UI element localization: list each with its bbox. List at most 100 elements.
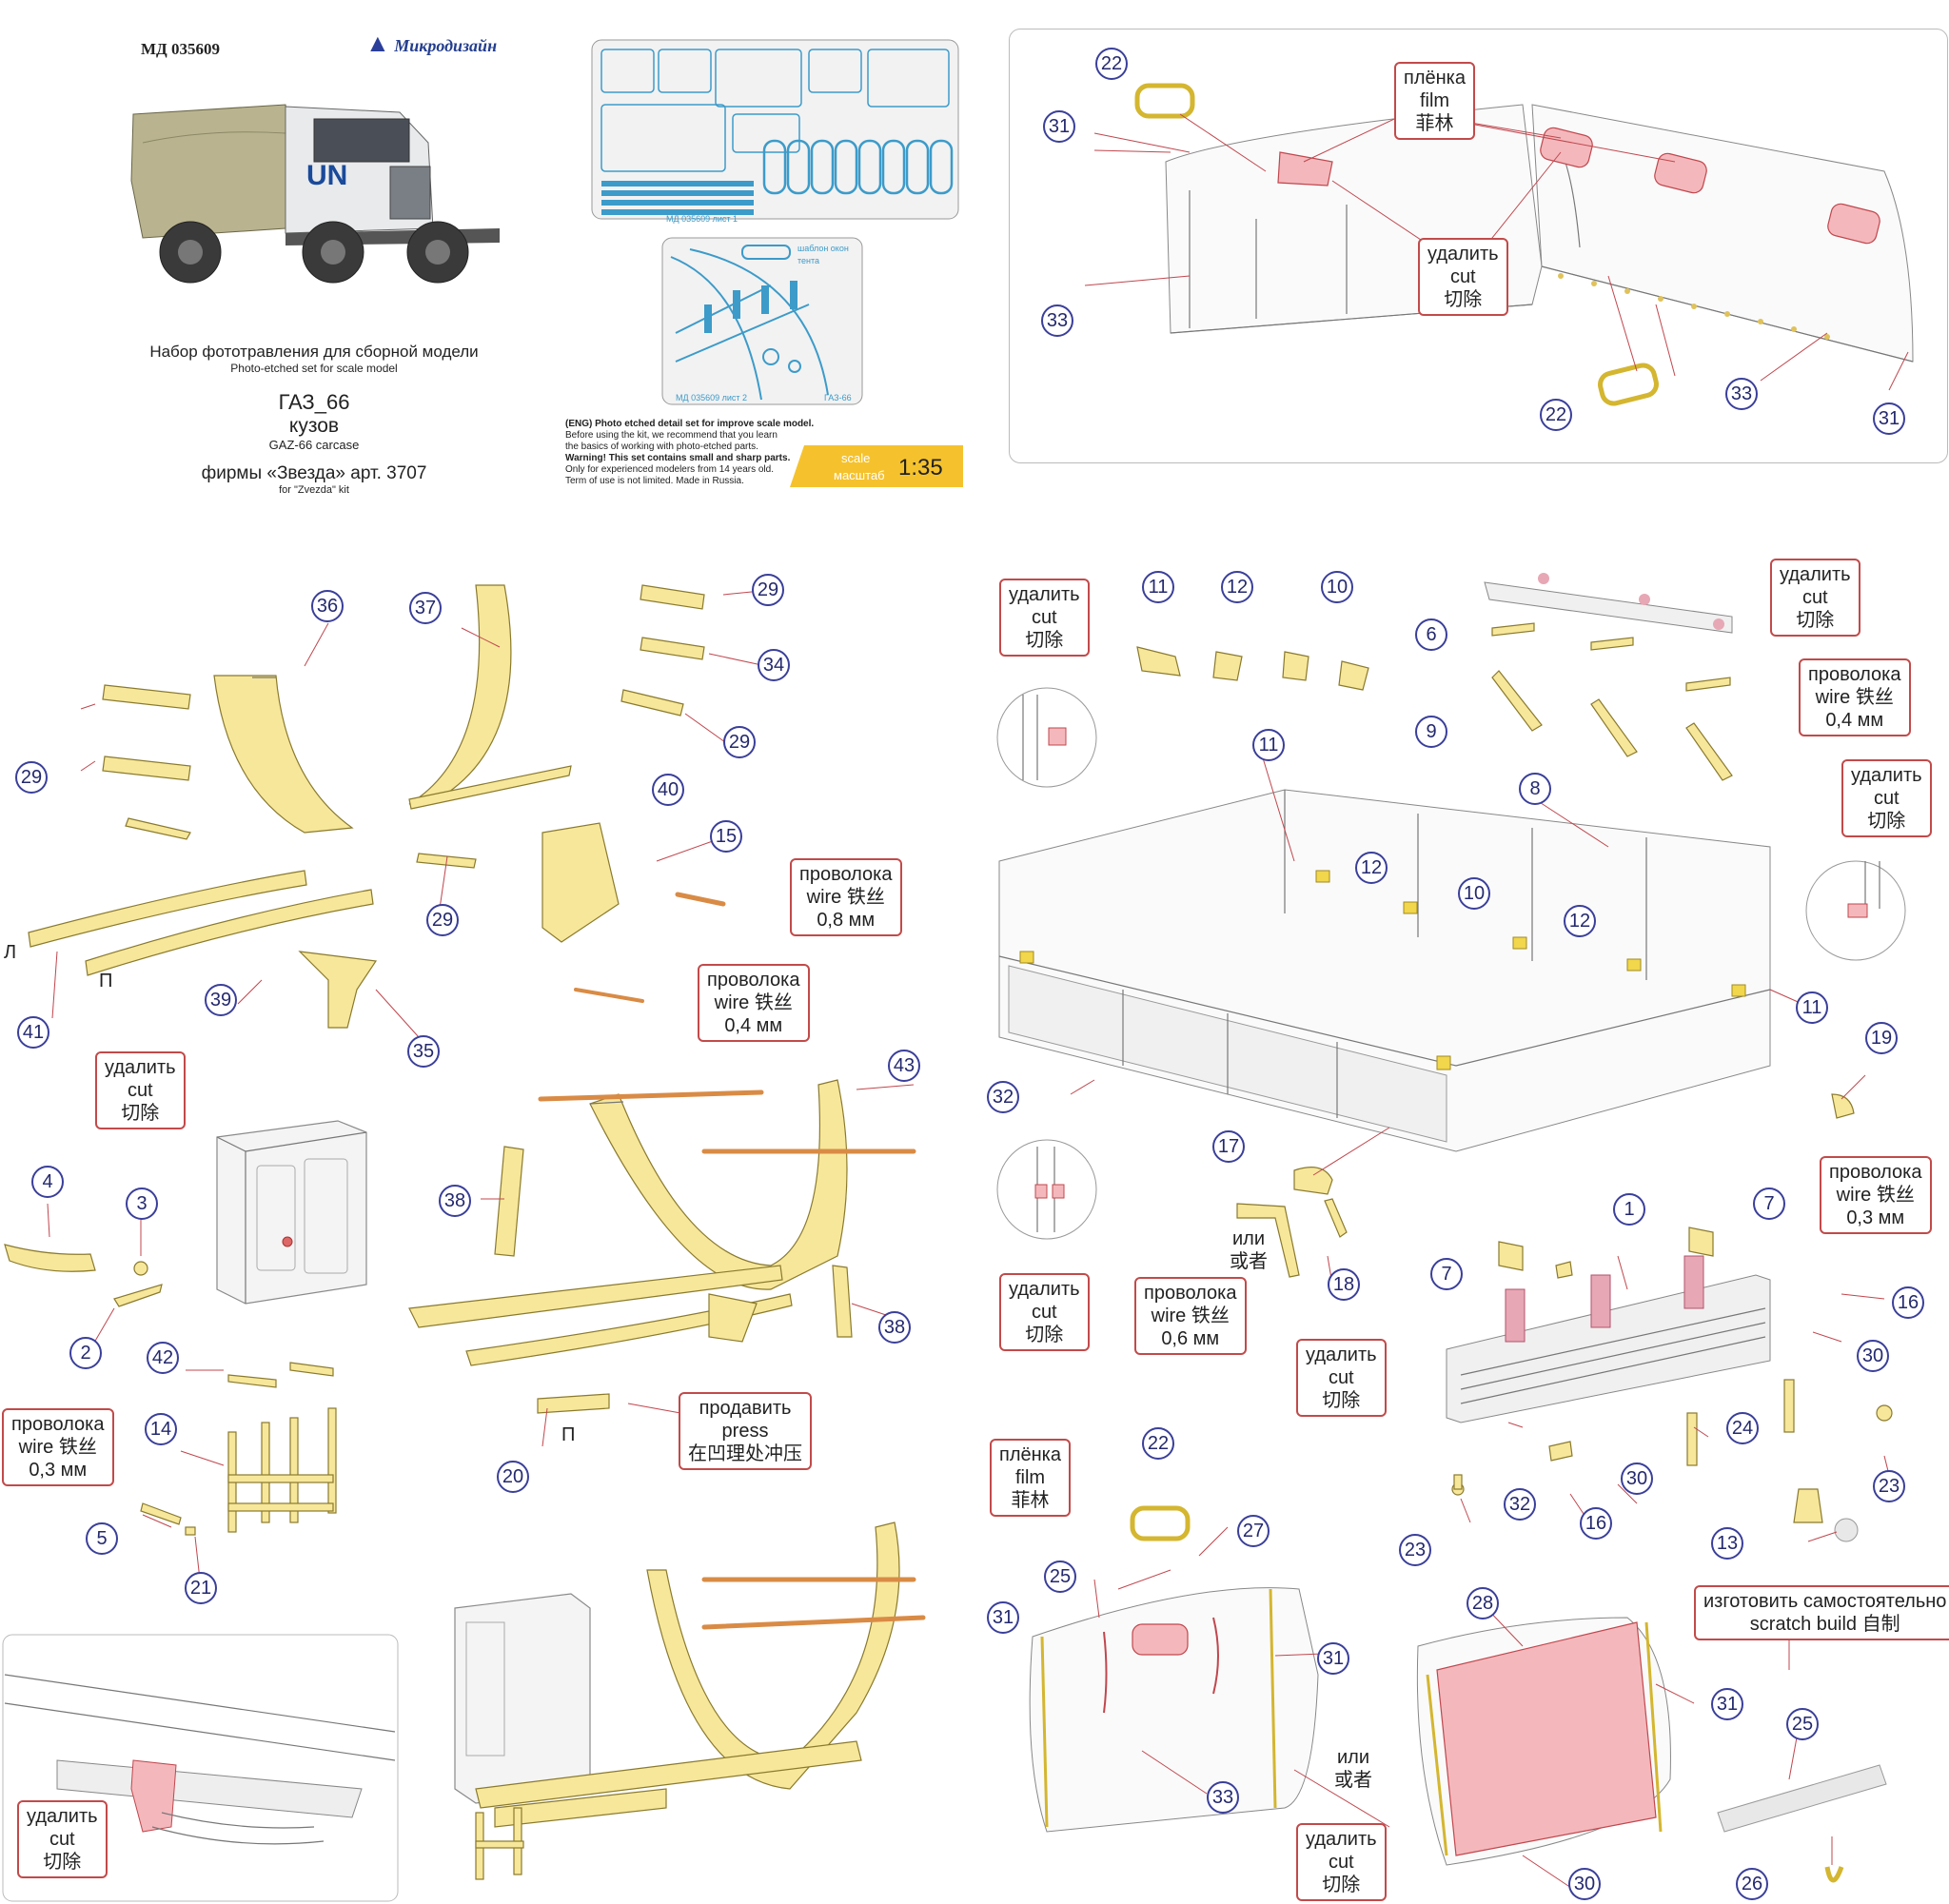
- part-number: 18: [1328, 1268, 1360, 1301]
- callout-line: удалить: [1009, 584, 1080, 605]
- callout-line: cut: [1873, 788, 1900, 809]
- part-number: 17: [1212, 1130, 1245, 1163]
- callout-line: wire 铁丝: [1151, 1305, 1230, 1326]
- wire-04-callout: проволока wire 铁丝 0,4 мм: [1799, 658, 1911, 736]
- part-number: 16: [1892, 1286, 1924, 1319]
- callout-line: удалить: [27, 1806, 98, 1827]
- firm-en: for "Zvezda" kit: [279, 484, 349, 496]
- callout-line: 菲林: [1415, 113, 1454, 134]
- part-number: 11: [1252, 729, 1285, 761]
- frame-assembly-top: [28, 584, 726, 1029]
- part-number: 10: [1458, 877, 1490, 910]
- part-number: 33: [1725, 378, 1758, 410]
- cut-callout: удалить cut 切除: [1770, 559, 1860, 637]
- callout-line: press: [721, 1421, 769, 1442]
- callout-line: проволока: [1144, 1283, 1237, 1304]
- callout-line: cut: [127, 1080, 153, 1101]
- callout-line: удалить: [1306, 1829, 1377, 1850]
- callout-line: 0,3 мм: [1846, 1207, 1905, 1228]
- window-frame-22c: [1130, 1505, 1191, 1541]
- firm-ru: фирмы «Звезда» арт. 3707: [201, 463, 427, 483]
- callout-line: проволока: [707, 970, 800, 991]
- cut-callout: удалить cut 切除: [95, 1051, 186, 1129]
- part-number: 32: [987, 1081, 1019, 1113]
- part-number: 29: [752, 574, 784, 606]
- part-number: 7: [1430, 1258, 1463, 1290]
- part-number: 42: [147, 1342, 179, 1374]
- fuel-tank-assembly: [4, 1120, 367, 1536]
- callout-line: 切除: [1322, 1875, 1361, 1895]
- part-number: 37: [409, 592, 442, 624]
- warning-line: Only for experienced modelers from 14 ye…: [565, 464, 774, 475]
- window-frame-22: [1134, 83, 1195, 119]
- bench-assembly: [1136, 573, 1733, 781]
- part-number: 15: [710, 820, 742, 853]
- part-number: 33: [1041, 304, 1073, 337]
- fret-sheet-2-label: МД 035609 лист 2: [676, 393, 748, 402]
- cut-callout: удалить cut 切除: [999, 1273, 1090, 1351]
- callout-line: cut: [1801, 587, 1828, 608]
- wire-03-callout: проволока wire 铁丝 0,3 мм: [1820, 1156, 1932, 1234]
- model-name: ГАЗ_66: [278, 390, 350, 414]
- tent-long-side: [1531, 104, 1914, 363]
- cut-callout: удалить cut 切除: [1418, 238, 1508, 316]
- cut-callout: удалить cut 切除: [1296, 1823, 1387, 1901]
- callout-line: 0,4 мм: [724, 1015, 783, 1036]
- small-parts: [1236, 1093, 1893, 1523]
- film-window-back: [1132, 1623, 1189, 1656]
- callout-line: плёнка: [1404, 68, 1466, 88]
- title-block: Набор фототравления для сборной модели P…: [57, 343, 571, 496]
- or-line: или: [1231, 1228, 1265, 1249]
- truck-illustration: [130, 104, 500, 284]
- tent-back-2: [1416, 1617, 1671, 1866]
- callout-line: 切除: [1867, 811, 1906, 832]
- warning-line: the basics of working with photo-etched …: [565, 442, 758, 452]
- part-number: 35: [407, 1035, 440, 1068]
- film-window: [1277, 151, 1333, 186]
- part-number: 12: [1355, 852, 1388, 884]
- part-number: 28: [1467, 1587, 1499, 1619]
- part-number: 2: [69, 1337, 102, 1369]
- part-3: [133, 1261, 148, 1276]
- part-number: 30: [1568, 1868, 1601, 1900]
- callout-line: 0,4 мм: [1825, 710, 1884, 731]
- right-side-label: П: [99, 971, 113, 991]
- part-number: 4: [31, 1166, 64, 1198]
- warning-line: Before using the kit, we recommend that …: [565, 430, 778, 441]
- callout-line: 切除: [1025, 630, 1064, 651]
- callout-line: 切除: [1444, 289, 1483, 310]
- wheel-cradle: [408, 1079, 916, 1414]
- callout-line: проволока: [799, 864, 893, 885]
- scale-label-en: scale: [841, 451, 871, 465]
- callout-line: удалить: [105, 1057, 176, 1078]
- part-number: 41: [17, 1016, 49, 1049]
- zoom-circles: [996, 687, 1906, 1240]
- part-number: 31: [987, 1601, 1019, 1634]
- part-number: 12: [1221, 571, 1253, 603]
- brand-logo-icon: ▲: [365, 29, 390, 57]
- or-label: или 或者: [1230, 1227, 1268, 1273]
- scratch-build-callout: изготовить самостоятельно scratch build …: [1694, 1585, 1949, 1640]
- part-ru: кузов: [288, 415, 340, 437]
- part-40: [541, 822, 620, 943]
- final-cradle-assembly: [454, 1521, 926, 1880]
- callout-line: 0,8 мм: [817, 910, 876, 931]
- part-number: 29: [723, 726, 756, 758]
- cut-callout: удалить cut 切除: [1296, 1339, 1387, 1417]
- right-side-label: П: [561, 1424, 576, 1445]
- press-callout: продавить press 在凹理处冲压: [679, 1392, 812, 1470]
- part-number: 12: [1564, 905, 1596, 937]
- tailboard: [1446, 1255, 1771, 1423]
- part-number: 39: [205, 984, 237, 1016]
- callout-line: wire 铁丝: [1836, 1185, 1915, 1206]
- scale-value: 1:35: [898, 455, 943, 481]
- part-number: 19: [1865, 1022, 1898, 1054]
- part-number: 36: [311, 590, 344, 622]
- part-number: 21: [185, 1572, 217, 1604]
- part-number: 29: [15, 761, 48, 794]
- part-number: 3: [126, 1188, 158, 1220]
- callout-line: wire 铁丝: [714, 992, 793, 1013]
- part-number: 7: [1753, 1188, 1785, 1220]
- callout-line: cut: [1449, 266, 1476, 287]
- part-2: [113, 1284, 163, 1307]
